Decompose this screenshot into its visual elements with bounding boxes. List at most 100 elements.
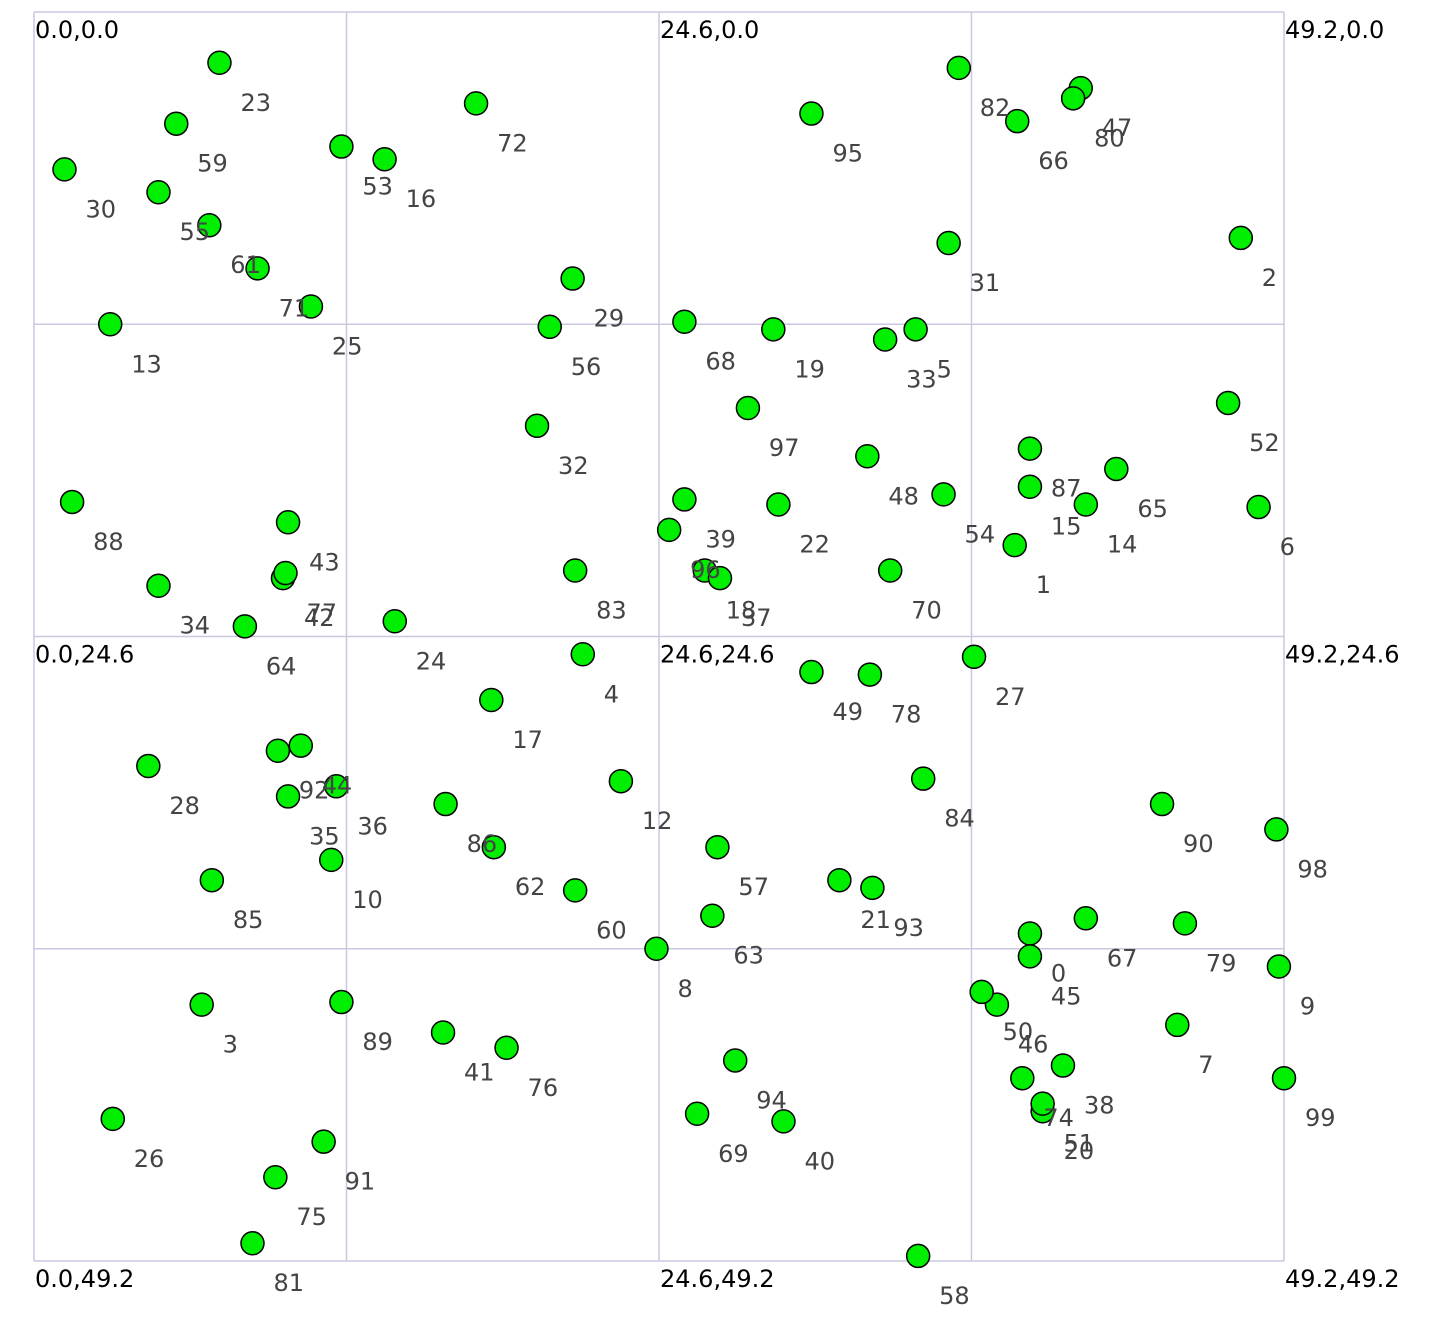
data-point-69 <box>684 1101 710 1127</box>
data-point-40 <box>771 1109 796 1134</box>
point-label-66: 66 <box>1038 147 1069 175</box>
data-point-92 <box>265 738 291 763</box>
data-point-0 <box>1017 921 1043 946</box>
data-point-60 <box>562 878 588 903</box>
data-point-78 <box>857 662 883 687</box>
data-point-8 <box>644 936 669 961</box>
point-labels: 0123456789101213141516171819202122232425… <box>85 89 1335 1310</box>
point-label-98: 98 <box>1297 855 1328 883</box>
data-point-13 <box>97 312 123 337</box>
corner-coordinate-label: 49.2,0.0 <box>1285 16 1384 44</box>
point-label-62: 62 <box>515 873 546 901</box>
data-point-57 <box>705 834 730 860</box>
point-label-2: 2 <box>1262 264 1277 292</box>
data-point-29 <box>560 266 585 291</box>
point-label-31: 31 <box>970 269 1001 297</box>
data-point-80 <box>1060 86 1086 111</box>
point-label-84: 84 <box>944 805 975 833</box>
point-label-48: 48 <box>888 482 919 510</box>
point-label-52: 52 <box>1249 429 1280 457</box>
data-point-94 <box>722 1048 748 1073</box>
data-point-21 <box>827 867 852 893</box>
point-label-69: 69 <box>718 1140 749 1168</box>
data-point-33 <box>872 327 898 352</box>
data-point-12 <box>608 768 634 794</box>
point-label-35: 35 <box>309 822 340 850</box>
corner-coordinate-label: 49.2,24.6 <box>1285 641 1400 669</box>
point-label-6: 6 <box>1280 533 1295 561</box>
data-point-65 <box>1104 456 1129 482</box>
point-label-78: 78 <box>891 701 922 729</box>
point-label-65: 65 <box>1137 495 1168 523</box>
point-label-43: 43 <box>309 548 340 576</box>
point-label-12: 12 <box>642 807 673 835</box>
point-label-15: 15 <box>1051 513 1082 541</box>
corner-coordinate-label: 0.0,24.6 <box>35 641 134 669</box>
grid <box>33 11 1285 1262</box>
data-point-90 <box>1149 791 1175 817</box>
point-label-21: 21 <box>860 906 891 934</box>
data-point-14 <box>1073 492 1099 517</box>
data-point-99 <box>1271 1065 1297 1091</box>
data-point-17 <box>479 687 504 713</box>
point-label-29: 29 <box>594 305 625 333</box>
point-label-58: 58 <box>939 1282 970 1310</box>
point-label-40: 40 <box>804 1147 835 1175</box>
point-label-71: 71 <box>279 294 310 322</box>
data-point-91 <box>311 1129 336 1154</box>
data-point-44 <box>288 733 314 758</box>
data-point-5 <box>903 317 928 342</box>
point-label-90: 90 <box>1183 830 1214 858</box>
point-label-97: 97 <box>769 434 800 462</box>
data-point-58 <box>905 1243 931 1269</box>
data-point-89 <box>329 989 354 1015</box>
point-label-81: 81 <box>273 1269 304 1297</box>
data-point-38 <box>1050 1053 1076 1078</box>
point-label-57: 57 <box>738 873 769 901</box>
point-label-22: 22 <box>799 530 830 558</box>
data-point-72 <box>463 91 489 116</box>
data-point-71 <box>245 256 270 281</box>
point-label-20: 20 <box>1064 1137 1095 1165</box>
data-point-97 <box>735 395 761 421</box>
data-point-59 <box>164 111 189 136</box>
point-label-13: 13 <box>131 350 162 378</box>
data-point-22 <box>766 492 791 517</box>
point-label-3: 3 <box>223 1031 238 1059</box>
point-label-4: 4 <box>604 680 619 708</box>
data-point-15 <box>1017 474 1043 499</box>
point-label-67: 67 <box>1107 944 1138 972</box>
data-point-32 <box>524 413 550 439</box>
corner-coordinate-label: 49.2,49.2 <box>1285 1265 1400 1293</box>
data-point-2 <box>1228 225 1254 251</box>
point-label-72: 72 <box>497 129 528 157</box>
data-point-61 <box>197 212 222 238</box>
point-label-63: 63 <box>733 942 764 970</box>
data-point-26 <box>100 1106 126 1132</box>
data-point-31 <box>936 230 961 256</box>
point-label-56: 56 <box>571 353 602 381</box>
point-label-89: 89 <box>362 1028 393 1056</box>
point-label-30: 30 <box>85 195 116 223</box>
point-label-47: 47 <box>1102 114 1133 142</box>
data-point-6 <box>1246 494 1271 520</box>
point-label-74: 74 <box>1043 1104 1074 1132</box>
data-point-95 <box>799 101 824 126</box>
point-label-80: 80 <box>1094 124 1125 152</box>
point-label-64: 64 <box>266 652 297 680</box>
data-point-49 <box>799 659 824 685</box>
data-point-28 <box>136 753 161 779</box>
point-label-41: 41 <box>464 1059 495 1087</box>
data-point-24 <box>382 609 408 634</box>
point-label-44: 44 <box>322 772 353 800</box>
data-point-27 <box>961 644 987 670</box>
data-point-41 <box>430 1020 456 1045</box>
point-label-76: 76 <box>528 1074 559 1102</box>
data-point-85 <box>199 867 225 893</box>
data-point-70 <box>877 558 903 583</box>
point-label-34: 34 <box>179 612 210 640</box>
data-point-19 <box>761 317 786 342</box>
point-label-53: 53 <box>362 173 393 201</box>
data-point-68 <box>672 309 697 334</box>
corner-coordinate-label: 24.6,49.2 <box>660 1265 775 1293</box>
